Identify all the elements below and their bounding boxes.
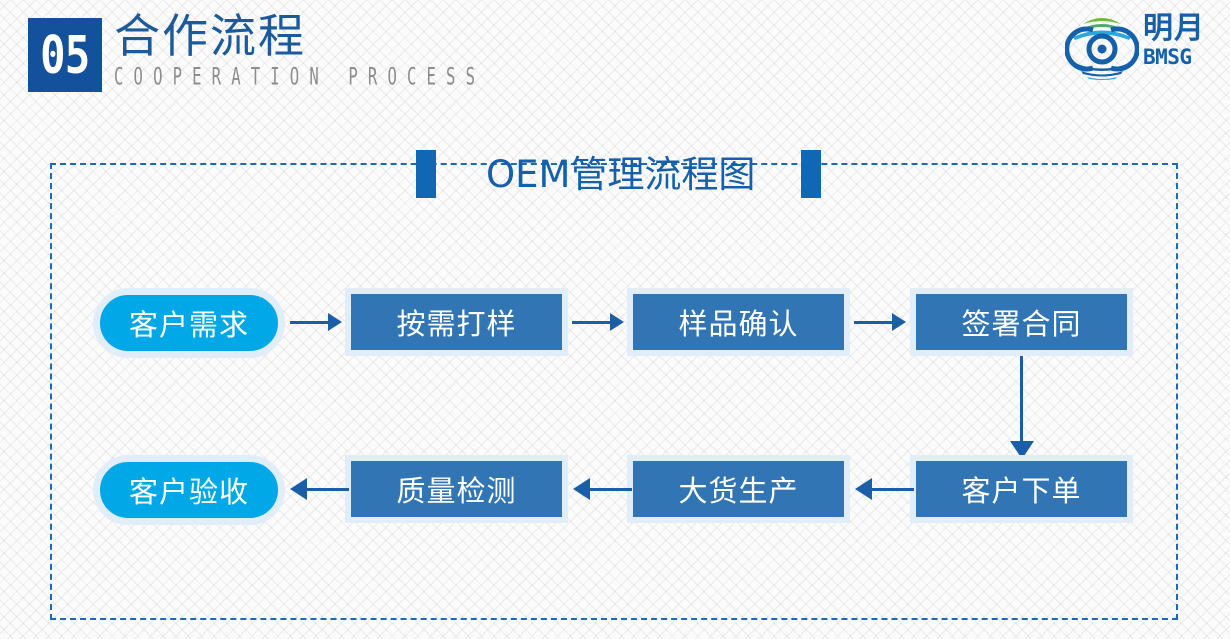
brand-logo-text: 明月 BMSG: [1143, 14, 1217, 68]
flow-node-sample-confirm[interactable]: 样品确认: [627, 288, 850, 356]
brand-name-cn: 明月: [1143, 11, 1205, 46]
title-bar-right-icon: [801, 150, 822, 198]
connector-sampling-to-confirm: [572, 321, 611, 324]
brand-name-en: BMSG: [1143, 45, 1192, 69]
page-subtitle: COOPERATION PROCESS: [114, 61, 486, 90]
connector-confirm-to-contract: [854, 321, 893, 324]
connector-order-to-production: [872, 488, 914, 491]
flow-node-label: 签署合同: [961, 307, 1082, 341]
slide-header: 05 合作流程 COOPERATION PROCESS: [0, 0, 1230, 120]
section-number-badge: 05: [28, 18, 102, 92]
flow-node-label: 大货生产: [678, 474, 799, 508]
flow-node-label: 客户下单: [961, 474, 1082, 508]
arrow-production-to-quality-icon: [573, 478, 590, 500]
flow-title-group: OEM管理流程图: [416, 148, 822, 200]
section-number-text: 05: [40, 24, 90, 86]
flow-node-label: 客户验收: [128, 475, 249, 509]
connector-quality-to-acceptance: [307, 488, 349, 491]
flow-node-label: 质量检测: [396, 474, 517, 508]
flow-node-label: 样品确认: [678, 307, 799, 341]
arrow-confirm-to-contract-icon: [892, 313, 906, 331]
flow-node-sampling[interactable]: 按需打样: [345, 288, 568, 356]
flow-node-label: 客户需求: [128, 308, 249, 342]
flow-node-customer-acceptance[interactable]: 客户验收: [93, 455, 285, 525]
flow-node-bulk-production[interactable]: 大货生产: [627, 455, 850, 523]
connector-demand-to-sampling: [290, 321, 330, 324]
flow-node-customer-order[interactable]: 客户下单: [910, 455, 1133, 523]
arrow-order-to-production-icon: [855, 478, 872, 500]
flow-node-sign-contract[interactable]: 签署合同: [910, 288, 1133, 356]
flow-title: OEM管理流程图: [486, 152, 756, 196]
brand-logo: 明月 BMSG: [1043, 8, 1218, 84]
globe-emblem-icon: [1064, 10, 1140, 82]
connector-contract-to-order: [1020, 356, 1023, 447]
arrow-demand-to-sampling-icon: [328, 313, 342, 331]
flow-node-label: 按需打样: [396, 307, 517, 341]
arrow-quality-to-acceptance-icon: [290, 478, 307, 500]
title-bar-left-icon: [416, 150, 436, 198]
arrow-contract-to-order-icon: [1010, 441, 1034, 459]
connector-production-to-quality: [590, 488, 632, 491]
flow-panel: [50, 163, 1178, 620]
arrow-sampling-to-confirm-icon: [610, 313, 624, 331]
page-title: 合作流程: [114, 9, 306, 63]
flow-node-customer-demand[interactable]: 客户需求: [93, 288, 285, 358]
header-title-block: 合作流程 COOPERATION PROCESS: [114, 8, 590, 90]
flow-node-quality-inspection[interactable]: 质量检测: [345, 455, 568, 523]
